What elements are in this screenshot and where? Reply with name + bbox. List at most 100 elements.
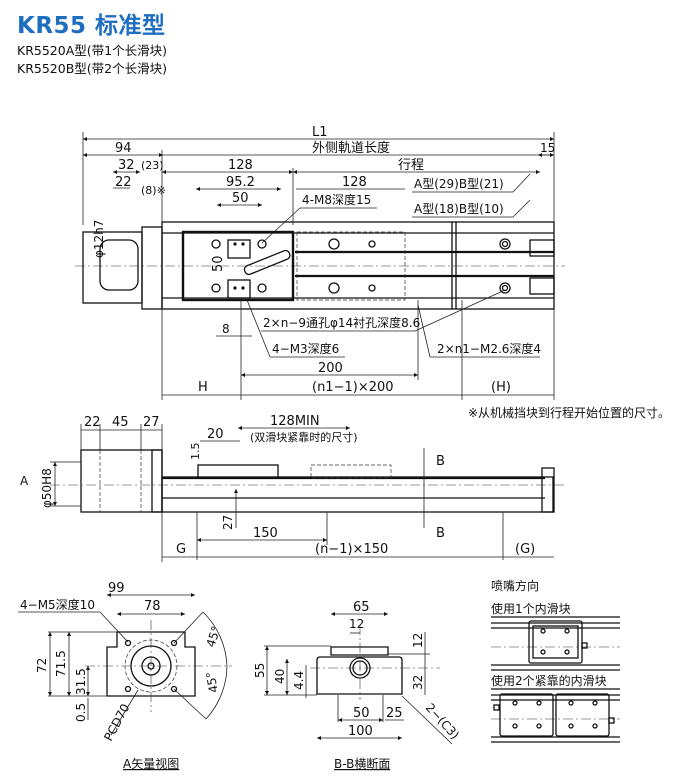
label-50: 50	[353, 706, 370, 721]
rail-body	[161, 221, 555, 310]
label-22: 22	[84, 415, 101, 430]
label-l1: L1	[312, 125, 328, 140]
label-0-5: 0.5	[74, 703, 88, 722]
coupling-window	[99, 239, 139, 291]
view-a: 99 4−M5深度10 78 45° 45° 72 71.5 31.5 0.5	[18, 581, 232, 771]
view-a-body	[106, 631, 196, 697]
side-view: ※从机械挡块到行程开始位置的尺寸。 22 45 27 128MIN (双滑块紧靠…	[20, 405, 670, 562]
nozzle-diagram-two	[491, 693, 620, 743]
side-end-cap	[541, 467, 555, 513]
nozzle-direction: 喷嘴方向 使用1个内滑块 使用2个紧靠的内滑块	[491, 578, 620, 743]
leader-holes	[414, 289, 506, 332]
side-motor	[80, 449, 163, 513]
side-rail	[161, 476, 554, 513]
leader-a18	[512, 199, 531, 218]
end-stop-bottom	[529, 277, 555, 295]
section-slider-top	[330, 646, 389, 656]
label-stroke: 行程	[398, 158, 424, 173]
label-12r: 12	[411, 633, 425, 648]
arc-45-top	[202, 611, 228, 667]
label-4-4: 4.4	[292, 671, 306, 690]
label-22: 22	[115, 175, 132, 190]
side-slider-hidden	[310, 464, 392, 479]
label-15: 15	[540, 141, 555, 155]
nozzle-two-label: 使用2个紧靠的内滑块	[491, 673, 607, 688]
label-8: 8	[222, 322, 230, 336]
label-50h: 50	[211, 255, 226, 272]
label-B-bottom: B	[436, 526, 445, 541]
label-128b: 128	[342, 175, 367, 190]
angle-line-top	[173, 611, 204, 644]
leader-chamfer	[401, 695, 453, 745]
label-128a: 128	[228, 158, 253, 173]
m5-hole-4	[170, 685, 178, 693]
leader-m3	[246, 299, 271, 358]
nozzle-title: 喷嘴方向	[491, 578, 539, 593]
label-phi12h7: φ12h7	[92, 220, 106, 258]
subtitle-type-b: KR5520B型(带2个长滑块)	[17, 61, 167, 76]
label-G: G	[176, 542, 186, 557]
side-slider	[197, 464, 279, 479]
label-31-5: 31.5	[74, 668, 88, 695]
label-128min: 128MIN	[270, 414, 320, 429]
label-95-2: 95.2	[226, 175, 255, 190]
label-25: 25	[386, 706, 403, 721]
leader-m26	[417, 304, 431, 358]
label-45-top: 45°	[204, 624, 224, 649]
label-min-note: (双滑块紧靠时的尺寸)	[250, 430, 358, 444]
label-m8: 4-M8深度15	[302, 192, 371, 207]
label-200: 200	[318, 361, 343, 376]
slider-pad-top	[227, 239, 251, 259]
slider-block	[181, 230, 295, 302]
label-23: (23)	[141, 159, 164, 172]
leader-a29	[512, 173, 531, 193]
label-45-bottom: 45°	[203, 671, 220, 694]
label-20: 20	[207, 427, 224, 442]
label-n1-200: (n1−1)×200	[312, 380, 394, 395]
subtitle-type-a: KR5520A型(带1个长滑块)	[17, 43, 167, 58]
m5-hole-1	[124, 639, 132, 647]
label-94: 94	[115, 141, 132, 156]
label-32: 32	[411, 675, 425, 690]
label-72: 72	[35, 658, 49, 673]
label-A: A	[20, 474, 29, 488]
label-m26: 2×n1−M2.6深度4	[437, 341, 541, 356]
leader-m5	[99, 611, 129, 643]
label-pcd: PCD70	[101, 701, 132, 743]
label-27v: 27	[221, 515, 235, 530]
label-40: 40	[273, 669, 287, 684]
caption-bb: B-B横断面	[334, 756, 390, 771]
label-8-note: (8)※	[141, 184, 166, 197]
label-m5: 4−M5深度10	[20, 597, 95, 612]
label-n-150: (n−1)×150	[315, 542, 388, 557]
slider-holes	[211, 239, 267, 293]
section-rail	[316, 656, 403, 695]
label-65: 65	[353, 600, 370, 615]
end-stop-top	[529, 239, 555, 257]
label-150: 150	[253, 526, 278, 541]
top-view: L1 94 外侧軌道长度 15 32 (23) 128 行程 22 (8)※ 9…	[75, 125, 565, 400]
label-B-top: B	[436, 454, 445, 469]
slider-pad-bottom	[227, 279, 251, 299]
label-55: 55	[253, 663, 267, 678]
label-1-5: 1.5	[189, 443, 202, 461]
leader-m8	[261, 207, 301, 244]
arc-45-bottom	[205, 665, 228, 720]
label-50w: 50	[232, 191, 249, 206]
label-99: 99	[108, 581, 125, 596]
page-title: KR55 标准型	[17, 13, 166, 39]
caption-a-view: A矢量视图	[123, 756, 179, 771]
angle-line-bottom	[173, 688, 207, 720]
label-32: 32	[118, 158, 135, 173]
nozzle-diagram-one	[491, 620, 620, 671]
label-phi50h8: φ50H8	[40, 468, 54, 508]
label-100: 100	[348, 724, 373, 739]
label-H-paren: (H)	[491, 380, 511, 395]
label-G-paren: (G)	[515, 542, 535, 557]
nozzle-one-label: 使用1个内滑块	[491, 601, 571, 616]
slider-slot	[243, 249, 291, 276]
label-outer-rail: 外侧軌道长度	[312, 140, 390, 156]
label-note: ※从机械挡块到行程开始位置的尺寸。	[468, 405, 670, 420]
m5-hole-2	[170, 639, 178, 647]
